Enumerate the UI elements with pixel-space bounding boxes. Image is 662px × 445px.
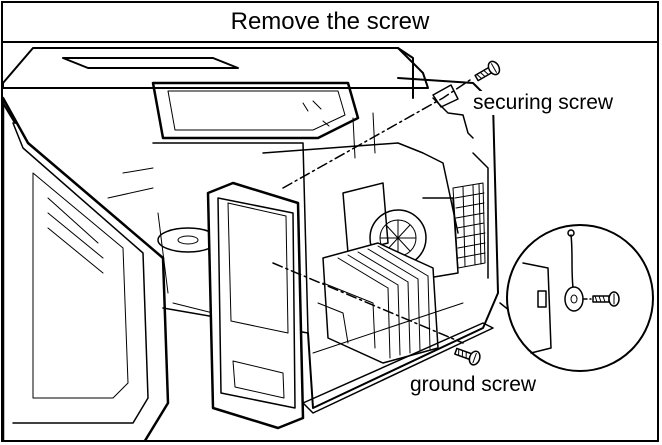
control-panel bbox=[206, 181, 305, 430]
ground-screw-guide bbox=[272, 262, 464, 344]
ground-screw-icon bbox=[454, 347, 481, 366]
transformer bbox=[317, 242, 439, 364]
ground-screw-label: ground screw bbox=[410, 373, 537, 397]
vent-grille bbox=[452, 182, 486, 269]
securing-screw-guide bbox=[282, 77, 474, 189]
open-door bbox=[3, 96, 170, 440]
figure-title: Remove the screw bbox=[3, 3, 657, 43]
securing-screw-label: securing screw bbox=[473, 91, 614, 115]
base-tray bbox=[302, 302, 494, 414]
screw-icon bbox=[474, 60, 501, 82]
microwave-illustration bbox=[3, 47, 654, 440]
chassis-frame bbox=[262, 77, 499, 409]
ground-wire-detail bbox=[499, 224, 654, 372]
detail-screw-icon bbox=[592, 291, 620, 307]
cabinet-top bbox=[3, 47, 429, 140]
